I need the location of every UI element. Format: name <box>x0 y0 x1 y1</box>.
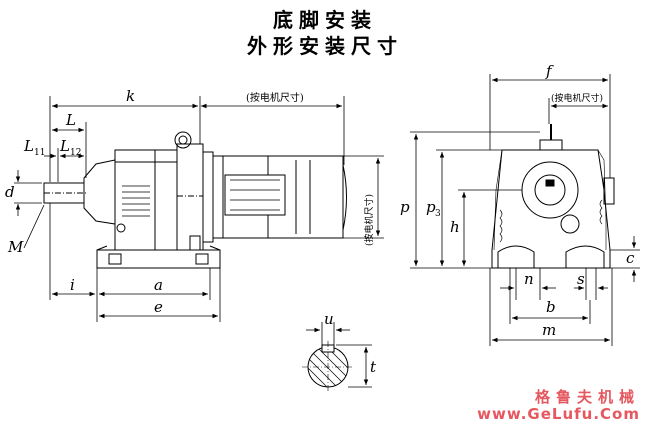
title-line-1: 底脚安装 <box>273 8 377 32</box>
side-view-dimensions <box>410 74 640 346</box>
dim-label-k: k <box>126 87 135 105</box>
gearbox-center <box>176 143 204 251</box>
front-view-labels: k L L 11 L 12 d M i a e (按电机尺寸) (按电机尺寸) <box>5 87 375 316</box>
dim-label-M: M <box>7 238 24 256</box>
dim-label-f: f <box>545 62 554 80</box>
title-line-2: 外形安装尺寸 <box>247 34 403 58</box>
dim-label-u: u <box>324 310 334 328</box>
shaft-section <box>302 341 354 393</box>
dim-label-L12: L <box>59 137 70 155</box>
output-bore-inner <box>534 174 566 206</box>
front-view-dimensions <box>14 96 384 322</box>
dim-label-s: s <box>577 270 585 288</box>
dim-label-L11: L <box>23 137 34 155</box>
note-side-motor: (按电机尺寸) <box>551 92 603 104</box>
note-motor-length: (按电机尺寸) <box>246 91 304 104</box>
watermark-url: www.GeLufu.Com <box>477 405 640 423</box>
dim-label-L: L <box>65 111 76 129</box>
dim-label-t: t <box>370 358 377 376</box>
dim-label-p3: p <box>426 198 436 216</box>
side-view <box>491 124 615 269</box>
note-motor-height: (按电机尺寸) <box>363 194 375 246</box>
dim-label-a: a <box>154 276 163 294</box>
dim-label-p: p <box>400 198 410 216</box>
motor-body <box>212 155 344 239</box>
dim-label-L12-sub: 12 <box>70 148 81 158</box>
dim-label-i: i <box>70 276 75 294</box>
shaft-section-labels: u t <box>324 310 377 376</box>
dim-label-m: m <box>542 321 556 339</box>
gear-flange <box>83 159 116 225</box>
base-plate <box>96 249 221 269</box>
dim-label-h: h <box>450 218 460 236</box>
side-housing <box>491 149 611 269</box>
shaft-section-dimensions <box>306 322 372 388</box>
watermark-brand: 格鲁夫机械 <box>534 388 640 406</box>
dim-label-b: b <box>546 298 556 316</box>
dim-label-n: n <box>524 270 534 288</box>
output-bore-outer <box>521 161 579 219</box>
dim-label-L11-sub: 11 <box>34 148 45 158</box>
dim-label-p3-sub: 3 <box>435 209 441 219</box>
front-view <box>43 131 347 269</box>
dim-label-d: d <box>5 183 15 201</box>
dim-label-e: e <box>154 298 163 316</box>
side-view-labels: f p p 3 h c n s b m (按电机尺寸) <box>400 62 635 339</box>
gearbox-body <box>114 149 178 251</box>
dim-label-c: c <box>626 249 635 267</box>
